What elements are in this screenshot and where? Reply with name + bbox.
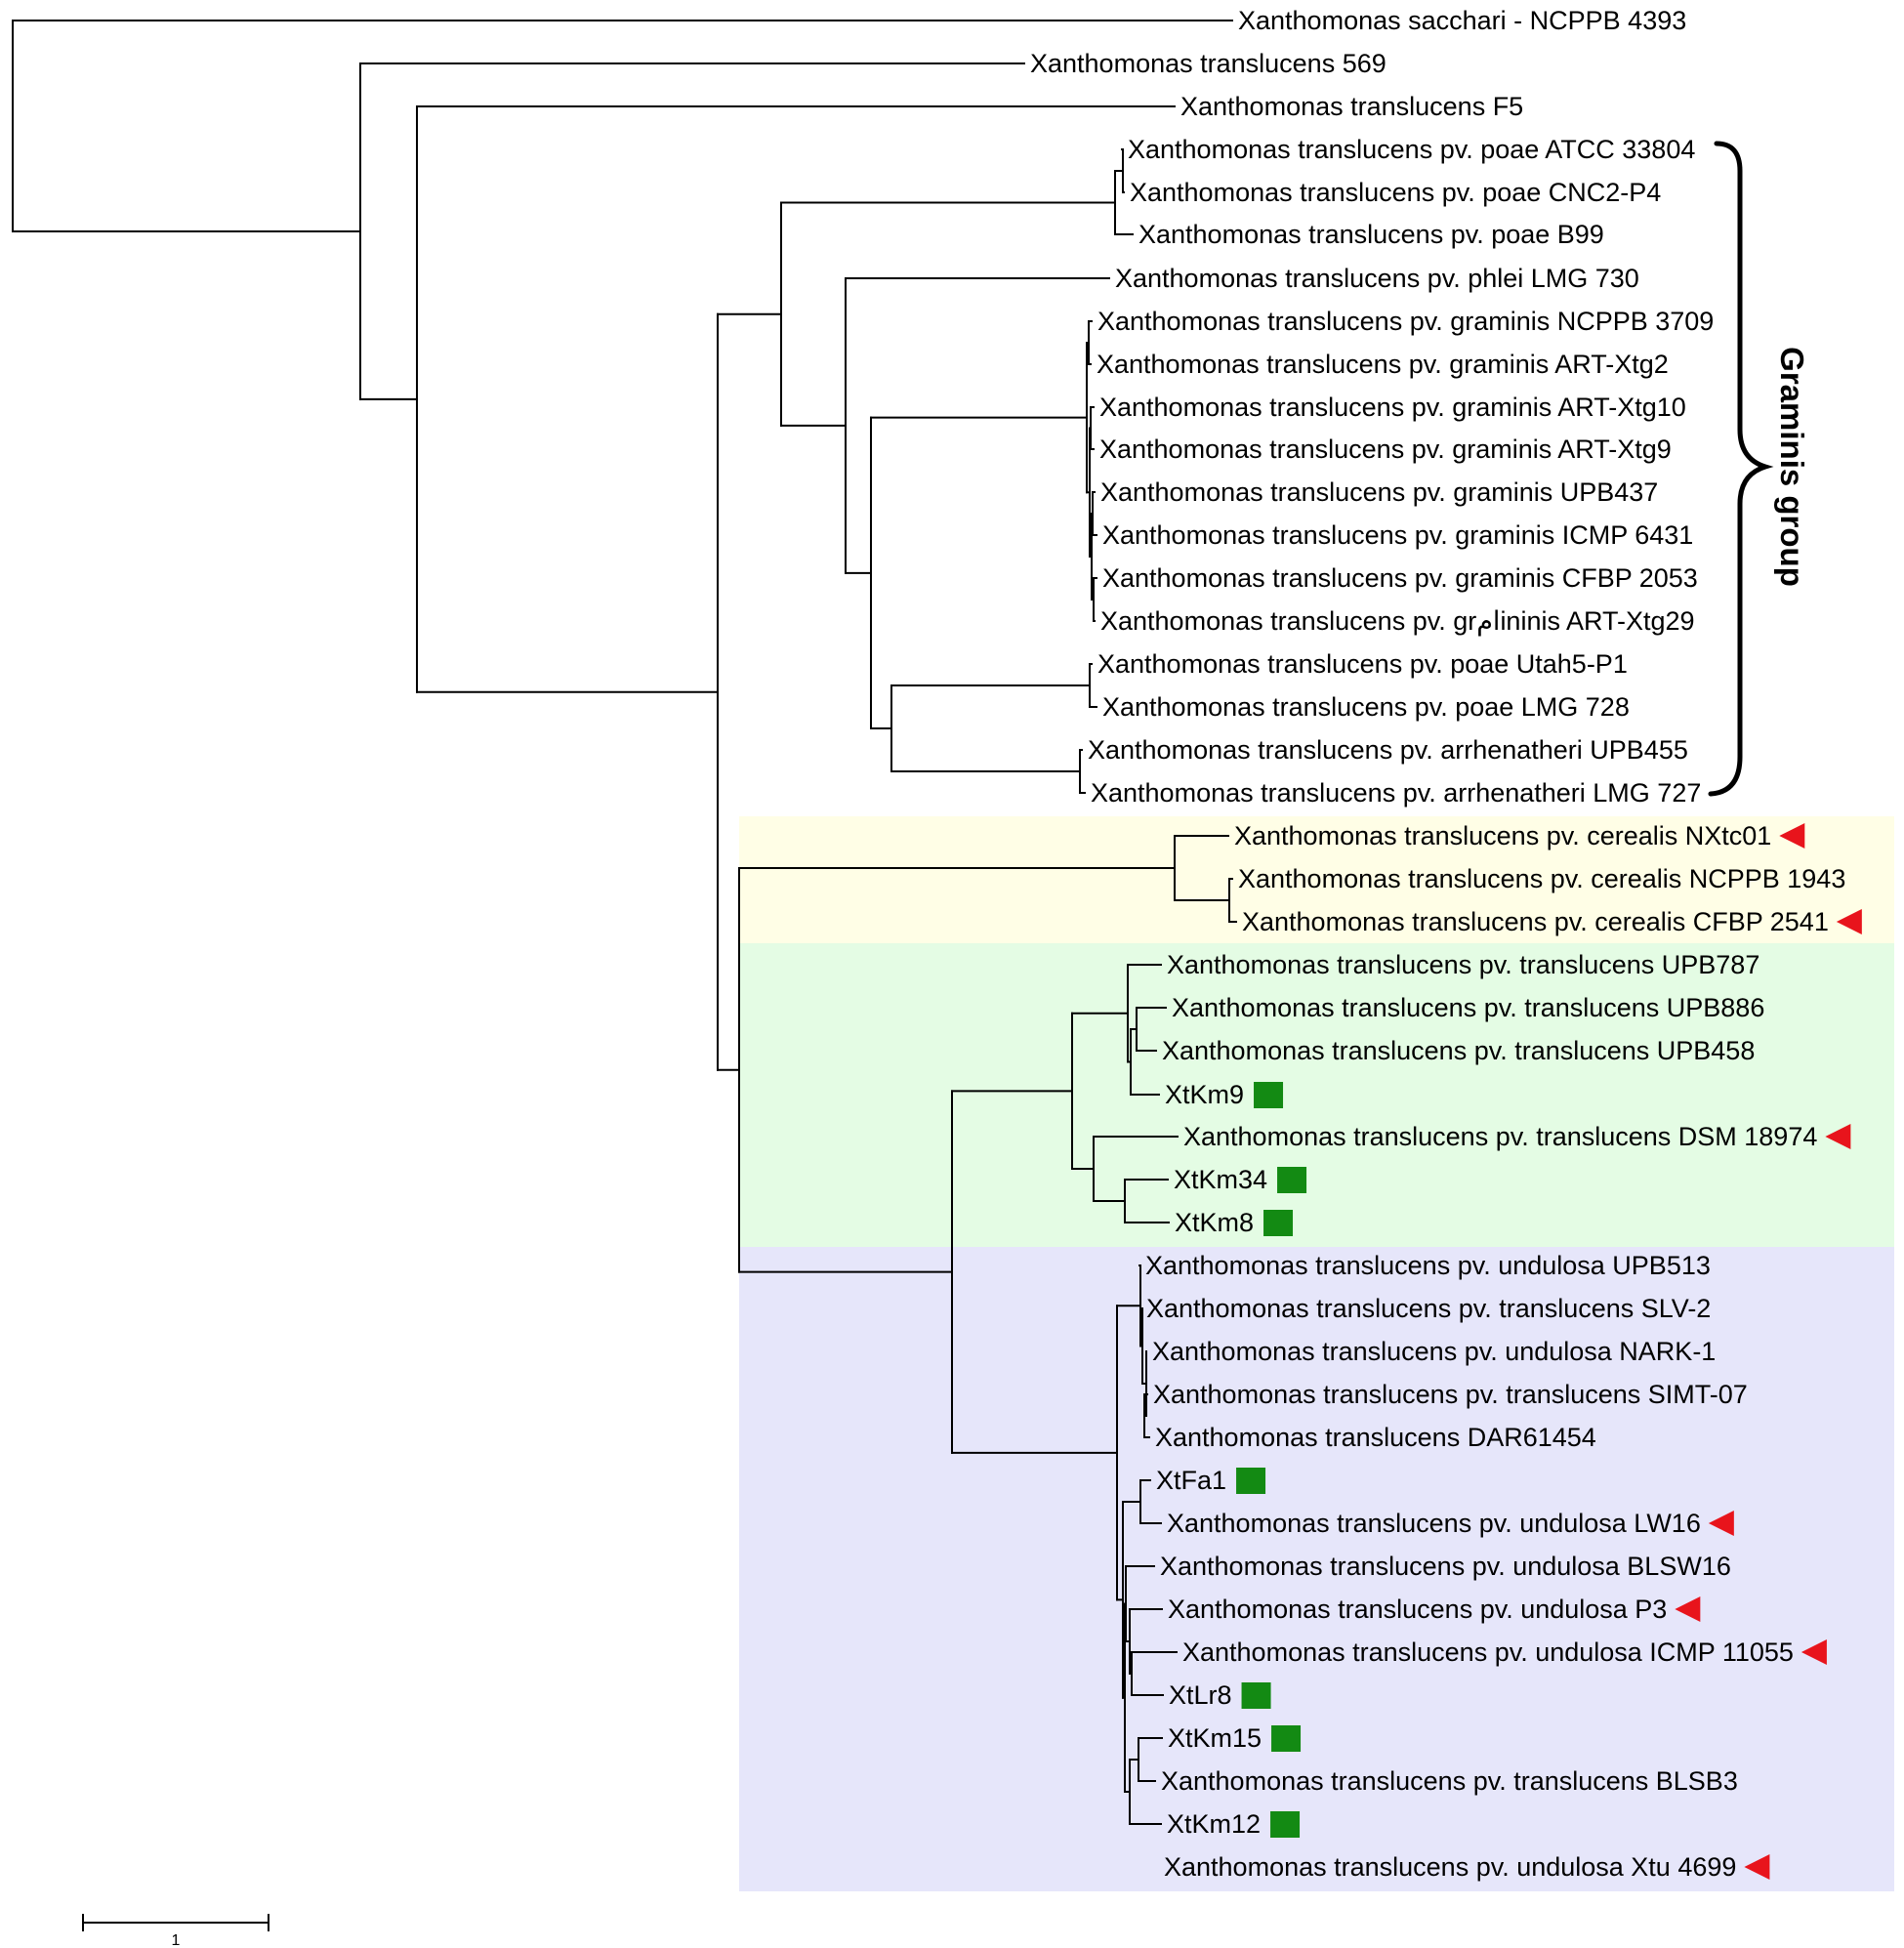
leaf-label: XtKm8: [1175, 1208, 1254, 1237]
leaf-label: Xanthomonas translucens pv. undulosa ICM…: [1182, 1637, 1794, 1667]
leaf-label: Xanthomonas translucens pv. graminis ART…: [1099, 393, 1686, 422]
graminis-group-label: Graminis group: [1774, 347, 1810, 587]
leaf-label: Xanthomonas translucens pv. translucens …: [1161, 1766, 1738, 1796]
leaf-label: XtLr8: [1169, 1680, 1232, 1710]
green-square-icon: [1263, 1210, 1294, 1236]
leaf-label: Xanthomonas translucens pv. phlei LMG 73…: [1115, 264, 1639, 293]
leaf-label: Xanthomonas translucens pv. arrhenatheri…: [1091, 778, 1701, 808]
tree-branches: [12, 20, 1237, 1825]
leaf-label: XtKm34: [1174, 1165, 1267, 1194]
leaf-label: Xanthomonas translucens pv. translucens …: [1183, 1122, 1817, 1151]
leaf-label: Xanthomonas translucens pv. poae ATCC 33…: [1128, 135, 1695, 164]
leaf-label: XtFa1: [1156, 1466, 1226, 1495]
red-left-triangle-icon: [1825, 1124, 1851, 1149]
scale-bar: 1: [82, 1914, 269, 1948]
scale-bar-label: 1: [172, 1932, 181, 1948]
leaf-label: XtKm15: [1168, 1723, 1262, 1753]
leaf-label: Xanthomonas translucens pv. graminis CFB…: [1102, 563, 1698, 593]
leaf-label: Xanthomonas translucens pv. graminis ICM…: [1102, 520, 1693, 550]
red-left-triangle-icon: [1675, 1596, 1701, 1622]
leaf-label: Xanthomonas translucens pv. graminis UPB…: [1100, 477, 1658, 507]
leaf-label: Xanthomonas translucens pv. translucens …: [1146, 1294, 1711, 1323]
green-square-icon: [1277, 1167, 1307, 1193]
leaf-label: Xanthomonas translucens pv. poae B99: [1138, 220, 1604, 249]
leaf-label: Xanthomonas translucens pv. poae Utah5-P…: [1097, 649, 1628, 679]
leaf-label: Xanthomonas translucens pv. arrhenatheri…: [1088, 735, 1688, 765]
leaf-label: Xanthomonas translucens pv. undulosa LW1…: [1167, 1509, 1701, 1538]
leaf-label: Xanthomonas translucens pv. undulosa UPB…: [1145, 1251, 1711, 1280]
leaf-label: Xanthomonas translucens pv. undulosa NAR…: [1152, 1337, 1716, 1366]
scale-bar-line: [82, 1914, 269, 1931]
leaf-label: Xanthomonas translucens pv. poae LMG 728: [1102, 692, 1630, 722]
leaf-label: Xanthomonas translucens pv. translucens …: [1162, 1036, 1755, 1065]
clade-backgrounds: [739, 816, 1894, 1891]
leaf-label: Xanthomonas translucens pv. graminis NCP…: [1097, 307, 1714, 336]
clade-undulosa-background: [739, 1247, 1894, 1891]
red-left-triangle-icon: [1836, 909, 1862, 934]
leaf-label: Xanthomonas translucens pv. undulosa Xtu…: [1164, 1852, 1736, 1882]
leaf-label: Xanthomonas translucens pv. grامininis A…: [1100, 606, 1695, 637]
leaf-label: Xanthomonas translucens pv. undulosa BLS…: [1160, 1552, 1731, 1581]
red-left-triangle-icon: [1744, 1854, 1770, 1880]
leaf-label: Xanthomonas translucens pv. graminis ART…: [1097, 350, 1669, 379]
leaf-label: XtKm12: [1167, 1809, 1261, 1839]
leaf-label: Xanthomonas translucens pv. cerealis CFB…: [1242, 907, 1829, 936]
leaf-label: Xanthomonas translucens pv. translucens …: [1167, 950, 1759, 979]
green-square-icon: [1254, 1082, 1284, 1108]
green-square-icon: [1270, 1811, 1301, 1838]
green-square-icon: [1241, 1682, 1271, 1709]
green-square-icon: [1271, 1725, 1302, 1752]
red-left-triangle-icon: [1779, 823, 1805, 849]
green-square-icon: [1236, 1468, 1266, 1494]
red-left-triangle-icon: [1801, 1639, 1827, 1665]
graminis-group-annotation: Graminis group: [1708, 141, 1810, 797]
curly-brace-icon: [1708, 141, 1774, 797]
leaf-label: Xanthomonas translucens pv. cerealis NCP…: [1238, 864, 1845, 893]
leaf-label: Xanthomonas translucens 569: [1030, 49, 1387, 78]
leaf-label: Xanthomonas translucens pv. cerealis NXt…: [1234, 821, 1771, 850]
leaf-label: Xanthomonas translucens pv. graminis ART…: [1099, 435, 1672, 464]
leaf-labels: Xanthomonas sacchari - NCPPB 4393Xanthom…: [1030, 6, 1862, 1882]
leaf-label: Xanthomonas translucens pv. translucens …: [1153, 1380, 1748, 1409]
leaf-label: XtKm9: [1165, 1080, 1244, 1109]
leaf-label: Xanthomonas translucens DAR61454: [1155, 1423, 1596, 1452]
leaf-label: Xanthomonas translucens pv. undulosa P3: [1168, 1595, 1667, 1624]
clade-translucens-background: [739, 943, 1894, 1247]
leaf-label: Xanthomonas sacchari - NCPPB 4393: [1238, 6, 1686, 35]
leaf-label: Xanthomonas translucens pv. translucens …: [1172, 993, 1764, 1022]
red-left-triangle-icon: [1708, 1511, 1734, 1536]
leaf-label: Xanthomonas translucens F5: [1180, 92, 1523, 121]
clade-cerealis-background: [739, 816, 1894, 943]
leaf-label: Xanthomonas translucens pv. poae CNC2-P4: [1130, 178, 1661, 207]
